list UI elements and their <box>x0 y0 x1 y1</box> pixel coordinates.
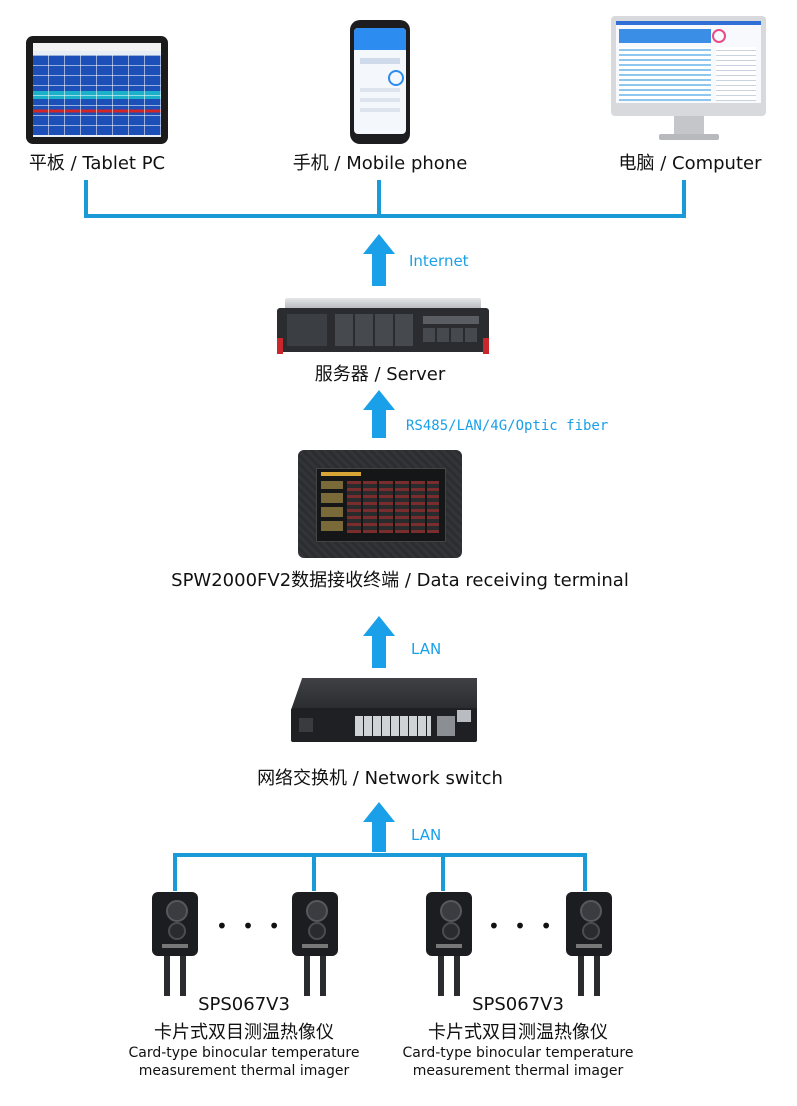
top-connector-center <box>377 180 381 218</box>
server-device <box>277 298 489 356</box>
imager-model-label: SPS067V3 <box>198 994 290 1015</box>
thermal-imager-device <box>152 892 198 956</box>
terminal-link-label: LAN <box>411 640 442 658</box>
server-link-arrow-icon <box>363 390 395 438</box>
imager-name-cn-label: 卡片式双目测温热像仪 <box>428 1022 608 1043</box>
server-link-label: RS485/LAN/4G/Optic fiber <box>406 418 609 434</box>
server-label: 服务器 / Server <box>314 364 446 385</box>
imager-cable <box>434 956 464 996</box>
terminal-link-arrow-icon <box>363 616 395 668</box>
tablet-label: 平板 / Tablet PC <box>28 153 166 174</box>
top-connector-right <box>682 180 686 218</box>
monitor-screen <box>616 21 761 103</box>
monitor-stand <box>674 116 704 134</box>
bottom-connector-4 <box>583 853 587 891</box>
network-switch-device <box>291 678 477 758</box>
imager-model-label: SPS067V3 <box>472 994 564 1015</box>
tablet-screen <box>33 43 161 137</box>
computer-label: 电脑 / Computer <box>618 153 762 174</box>
bottom-connector-2 <box>312 853 316 891</box>
terminal-screen <box>316 468 446 542</box>
thermal-imager-device <box>426 892 472 956</box>
imager-cable <box>574 956 604 996</box>
imager-cable <box>300 956 330 996</box>
thermal-imager-device <box>566 892 612 956</box>
mobile-phone-label: 手机 / Mobile phone <box>292 153 468 174</box>
bottom-connector-bar <box>173 853 587 857</box>
phone-screen <box>354 28 406 134</box>
network-switch-label: 网络交换机 / Network switch <box>257 768 503 789</box>
switch-link-arrow-icon <box>363 802 395 852</box>
internet-arrow-icon <box>363 234 395 286</box>
terminal-label: SPW2000FV2数据接收终端 / Data receiving termin… <box>171 570 629 591</box>
data-receiving-terminal-device <box>298 450 462 558</box>
bottom-connector-1 <box>173 853 177 891</box>
thermal-imager-device <box>292 892 338 956</box>
more-imagers-ellipsis: • • • <box>488 914 557 938</box>
imager-cable <box>160 956 190 996</box>
top-connector-left <box>84 180 88 218</box>
internet-link-label: Internet <box>409 252 469 270</box>
top-connector-bar <box>84 214 686 218</box>
tablet-device <box>26 36 168 144</box>
bottom-connector-3 <box>441 853 445 891</box>
mobile-phone-device <box>350 20 410 144</box>
imager-name-en-label: Card-type binocular temperature <box>402 1045 634 1061</box>
monitor-base <box>659 134 719 140</box>
imager-name-cn-label: 卡片式双目测温热像仪 <box>154 1022 334 1043</box>
computer-device <box>611 16 766 144</box>
imager-name-en-label: measurement thermal imager <box>412 1063 624 1079</box>
switch-link-label: LAN <box>411 826 442 844</box>
imager-name-en-label: Card-type binocular temperature <box>128 1045 360 1061</box>
more-imagers-ellipsis: • • • <box>216 914 285 938</box>
imager-name-en-label: measurement thermal imager <box>138 1063 350 1079</box>
monitor <box>611 16 766 116</box>
